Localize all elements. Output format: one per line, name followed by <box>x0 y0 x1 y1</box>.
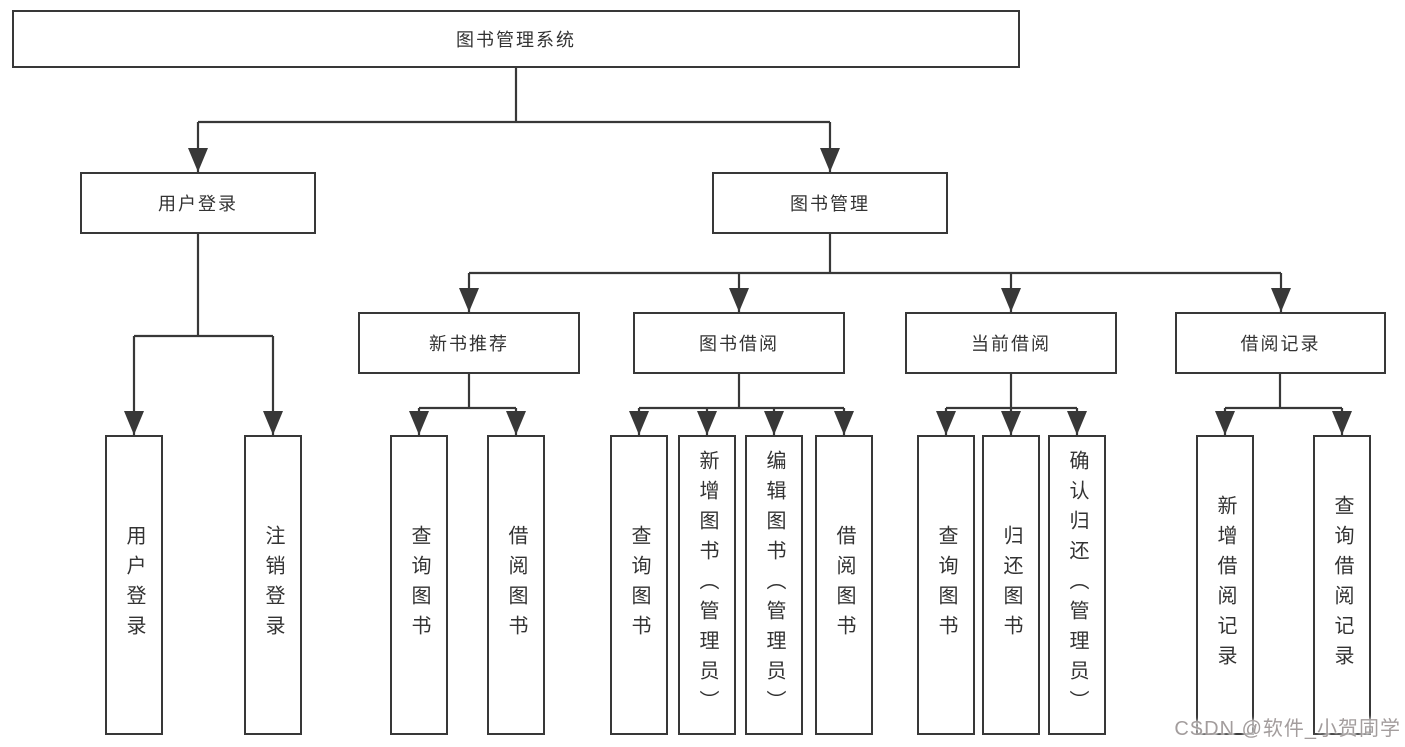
branch-new-book-recommend-label: 新书推荐 <box>429 334 509 354</box>
leaf-confirm-return-admin: 确认归还（管理员） <box>1048 435 1106 735</box>
branch-current-borrow: 当前借阅 <box>905 312 1117 374</box>
arrowhead-icon <box>124 411 144 435</box>
arrowhead-icon <box>506 411 526 435</box>
leaf-logout: 注销登录 <box>244 435 302 735</box>
node-root-label: 图书管理系统 <box>456 30 576 50</box>
branch-book-borrow: 图书借阅 <box>633 312 845 374</box>
arrowhead-icon <box>1332 411 1352 435</box>
branch-user-login-label: 用户登录 <box>158 194 238 214</box>
arrowhead-icon <box>263 411 283 435</box>
arrowhead-icon <box>188 148 208 172</box>
leaf-return-book: 归还图书 <box>982 435 1040 735</box>
leaf-add-borrow-record: 新增借阅记录 <box>1196 435 1254 735</box>
leaf-query-books-recommend-label: 查询图书 <box>408 525 430 645</box>
arrowhead-icon <box>1271 288 1291 312</box>
leaf-query-books-recommend: 查询图书 <box>390 435 448 735</box>
arrowhead-icon <box>697 411 717 435</box>
arrowhead-icon <box>409 411 429 435</box>
branch-borrow-records-label: 借阅记录 <box>1240 334 1321 354</box>
branch-book-management-label: 图书管理 <box>790 194 870 214</box>
branch-new-book-recommend: 新书推荐 <box>358 312 580 374</box>
leaf-borrow-books-recommend: 借阅图书 <box>487 435 545 735</box>
arrowhead-icon <box>1215 411 1235 435</box>
leaf-add-book-admin: 新增图书（管理员） <box>678 435 736 735</box>
leaf-user-login: 用户登录 <box>105 435 163 735</box>
watermark: CSDN @软件_小贺同学 <box>1174 718 1401 740</box>
arrowhead-icon <box>936 411 956 435</box>
connector-lines <box>132 68 1344 435</box>
arrowhead-icon <box>834 411 854 435</box>
leaf-confirm-return-admin-label: 确认归还（管理员） <box>1066 450 1088 720</box>
leaf-borrow-books-recommend-label: 借阅图书 <box>505 525 527 645</box>
branch-current-borrow-label: 当前借阅 <box>971 334 1051 354</box>
leaf-add-book-admin-label: 新增图书（管理员） <box>696 450 718 720</box>
branch-book-management: 图书管理 <box>712 172 948 234</box>
leaf-edit-book-admin-label: 编辑图书（管理员） <box>763 450 785 720</box>
node-root: 图书管理系统 <box>12 10 1020 68</box>
leaf-return-book-label: 归还图书 <box>1000 525 1022 645</box>
leaf-borrow-books-label: 借阅图书 <box>833 525 855 645</box>
branch-borrow-records: 借阅记录 <box>1175 312 1386 374</box>
branch-user-login: 用户登录 <box>80 172 316 234</box>
leaf-add-borrow-record-label: 新增借阅记录 <box>1214 495 1236 675</box>
arrowhead-icon <box>1001 288 1021 312</box>
leaf-query-borrow-record-label: 查询借阅记录 <box>1331 495 1353 675</box>
leaf-borrow-books: 借阅图书 <box>815 435 873 735</box>
leaf-edit-book-admin: 编辑图书（管理员） <box>745 435 803 735</box>
leaf-logout-label: 注销登录 <box>262 525 284 645</box>
arrowhead-icon <box>629 411 649 435</box>
arrowhead-icon <box>729 288 749 312</box>
leaf-query-borrow-record: 查询借阅记录 <box>1313 435 1371 735</box>
branch-book-borrow-label: 图书借阅 <box>699 334 779 354</box>
arrowhead-icon <box>1001 411 1021 435</box>
leaf-user-login-label: 用户登录 <box>123 525 145 645</box>
leaf-query-books-current: 查询图书 <box>917 435 975 735</box>
arrowhead-icon <box>820 148 840 172</box>
leaf-query-books-borrow-label: 查询图书 <box>628 525 650 645</box>
arrowhead-icon <box>1067 411 1087 435</box>
arrowhead-icon <box>764 411 784 435</box>
arrowhead-icon <box>459 288 479 312</box>
leaf-query-books-borrow: 查询图书 <box>610 435 668 735</box>
leaf-query-books-current-label: 查询图书 <box>935 525 957 645</box>
